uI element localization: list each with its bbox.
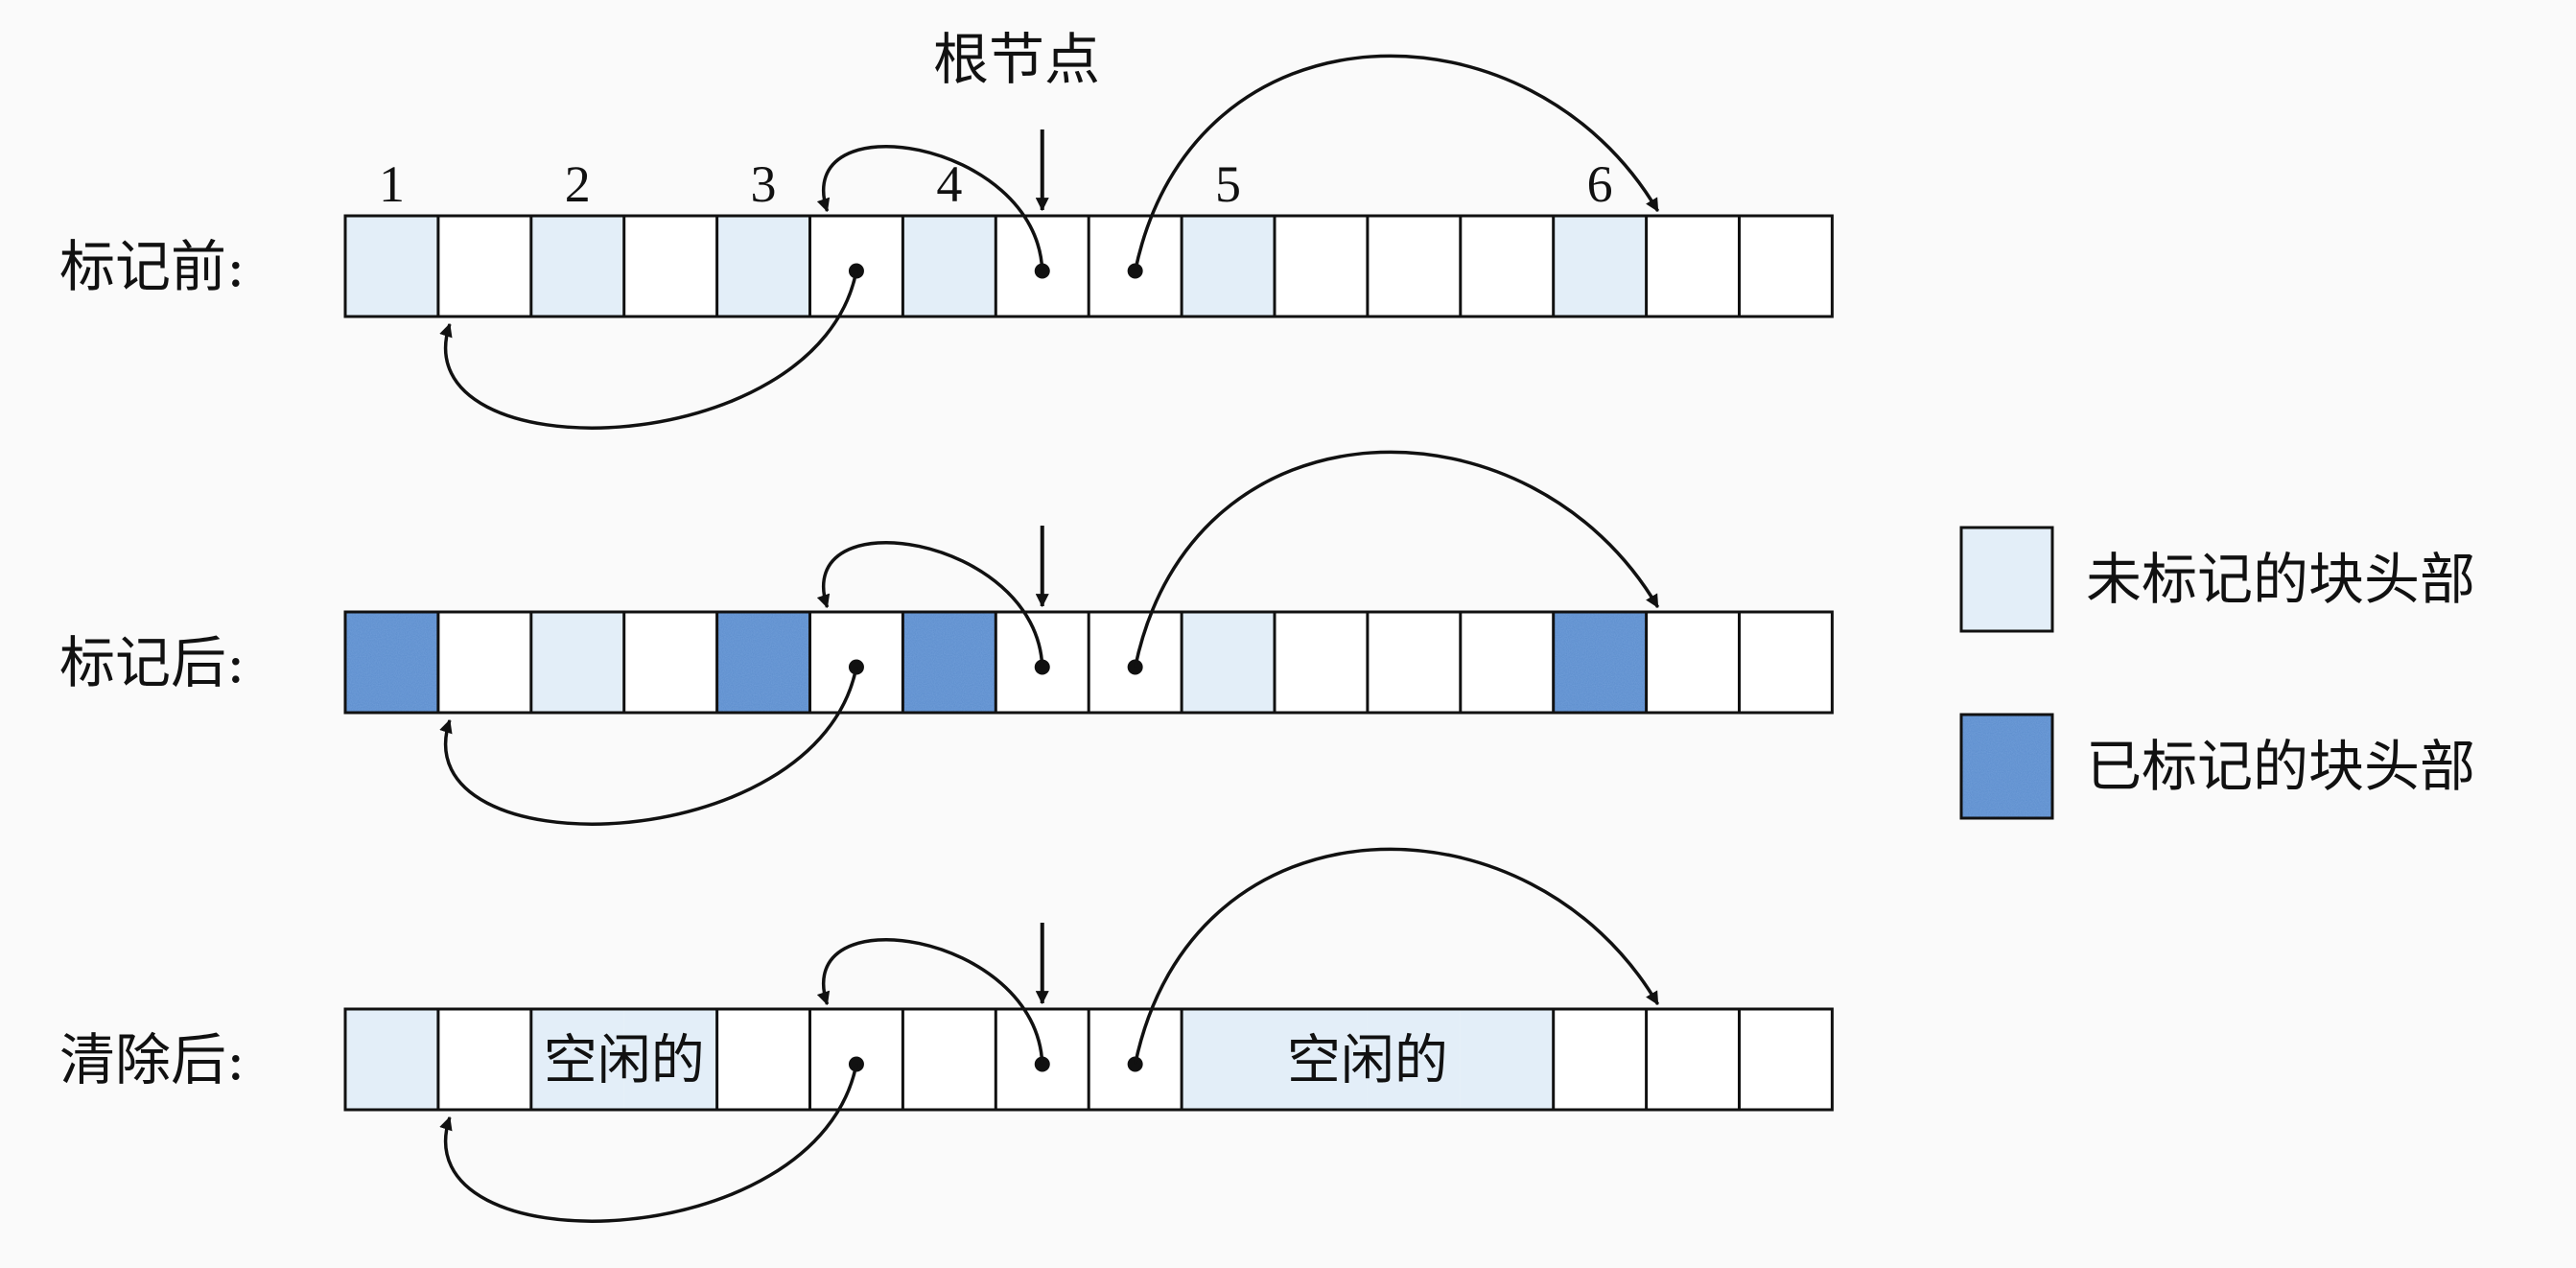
heap-cell-1-12 [1460,612,1554,713]
heap-cell-2-13 [1553,1009,1647,1110]
heap-cell-0-4 [716,216,810,317]
heap-cell-1-9 [1182,612,1275,713]
pointer-arrow-0-2 [1133,54,1660,271]
block-number-6: 6 [1587,155,1613,213]
heap-cell-2-0 [345,1009,438,1110]
marked-texture-1-0 [345,612,438,713]
heap-cell-1-10 [1275,612,1368,713]
heap-cell-1-1 [437,612,531,713]
heap-row-after-mark [343,610,1834,715]
heap-cell-0-12 [1460,216,1554,317]
block-numbers: 1 2 3 4 5 6 [379,155,1613,213]
heap-cell-2-11 [1367,1009,1461,1110]
heap-cell-2-3 [623,1009,717,1110]
row-label-after-mark: 标记后: [59,630,246,695]
pointer-arrow-1-1 [816,541,1044,668]
pointer-arrow-2-2 [1133,847,1660,1065]
heap-cell-1-2 [530,612,624,713]
free-block-label: 空闲的 [1287,1030,1448,1092]
heap-cell-2-12 [1460,1009,1554,1110]
heap-cell-0-14 [1646,216,1740,317]
heap-cell-0-10 [1275,216,1368,317]
heap-cell-0-3 [623,216,717,317]
heap-row-before-mark [343,214,1834,318]
heap-cell-1-3 [623,612,717,713]
heap-cell-2-2 [530,1009,624,1110]
row-label-after-sweep: 清除后: [59,1027,246,1092]
heap-cell-0-9 [1182,216,1275,317]
heap-cell-0-15 [1739,216,1833,317]
marked-texture-1-6 [902,612,996,713]
heap-cell-0-1 [437,216,531,317]
marked-texture-1-13 [1553,612,1647,713]
heap-cell-2-4 [716,1009,810,1110]
heap-cell-2-1 [437,1009,531,1110]
heap-cell-0-11 [1367,216,1461,317]
pointer-arrow-0-1 [816,145,1044,271]
pointer-arrows [439,54,1660,1223]
root-label: 根节点 [933,27,1100,92]
pointer-arrow-1-0 [439,667,858,826]
row-label-before-mark: 标记前: [59,234,246,299]
block-number-5: 5 [1215,155,1241,213]
heap-cell-0-13 [1553,216,1647,317]
heap-cell-1-15 [1739,612,1833,713]
pointer-arrow-2-0 [439,1064,858,1223]
block-number-2: 2 [565,155,591,213]
pointer-arrow-1-2 [1133,450,1660,668]
free-block-label: 空闲的 [544,1030,705,1092]
heap-cell-1-14 [1646,612,1740,713]
legend-label-marked: 已标记的块头部 [2086,734,2475,799]
heap-cell-2-9 [1182,1009,1275,1110]
legend: 未标记的块头部 已标记的块头部 [1959,526,2475,820]
pointer-arrow-2-1 [816,938,1044,1065]
legend-swatch-unmarked [1959,526,2054,633]
heap-cell-2-15 [1739,1009,1833,1110]
block-number-1: 1 [379,155,405,213]
marked-texture-1-4 [716,612,810,713]
heap-cell-2-14 [1646,1009,1740,1110]
pointer-arrow-0-0 [439,270,858,430]
heap-cell-0-2 [530,216,624,317]
heap-cell-2-6 [902,1009,996,1110]
block-number-3: 3 [751,155,777,213]
heap-cell-2-10 [1275,1009,1368,1110]
heap-cell-0-6 [902,216,996,317]
block-number-4: 4 [936,155,962,213]
heap-row-after-sweep: 空闲的 空闲的 [343,1007,1834,1112]
legend-label-unmarked: 未标记的块头部 [2086,547,2475,612]
heap-cell-0-0 [345,216,438,317]
heap-cell-1-11 [1367,612,1461,713]
legend-swatch-marked-texture [1961,715,2052,818]
